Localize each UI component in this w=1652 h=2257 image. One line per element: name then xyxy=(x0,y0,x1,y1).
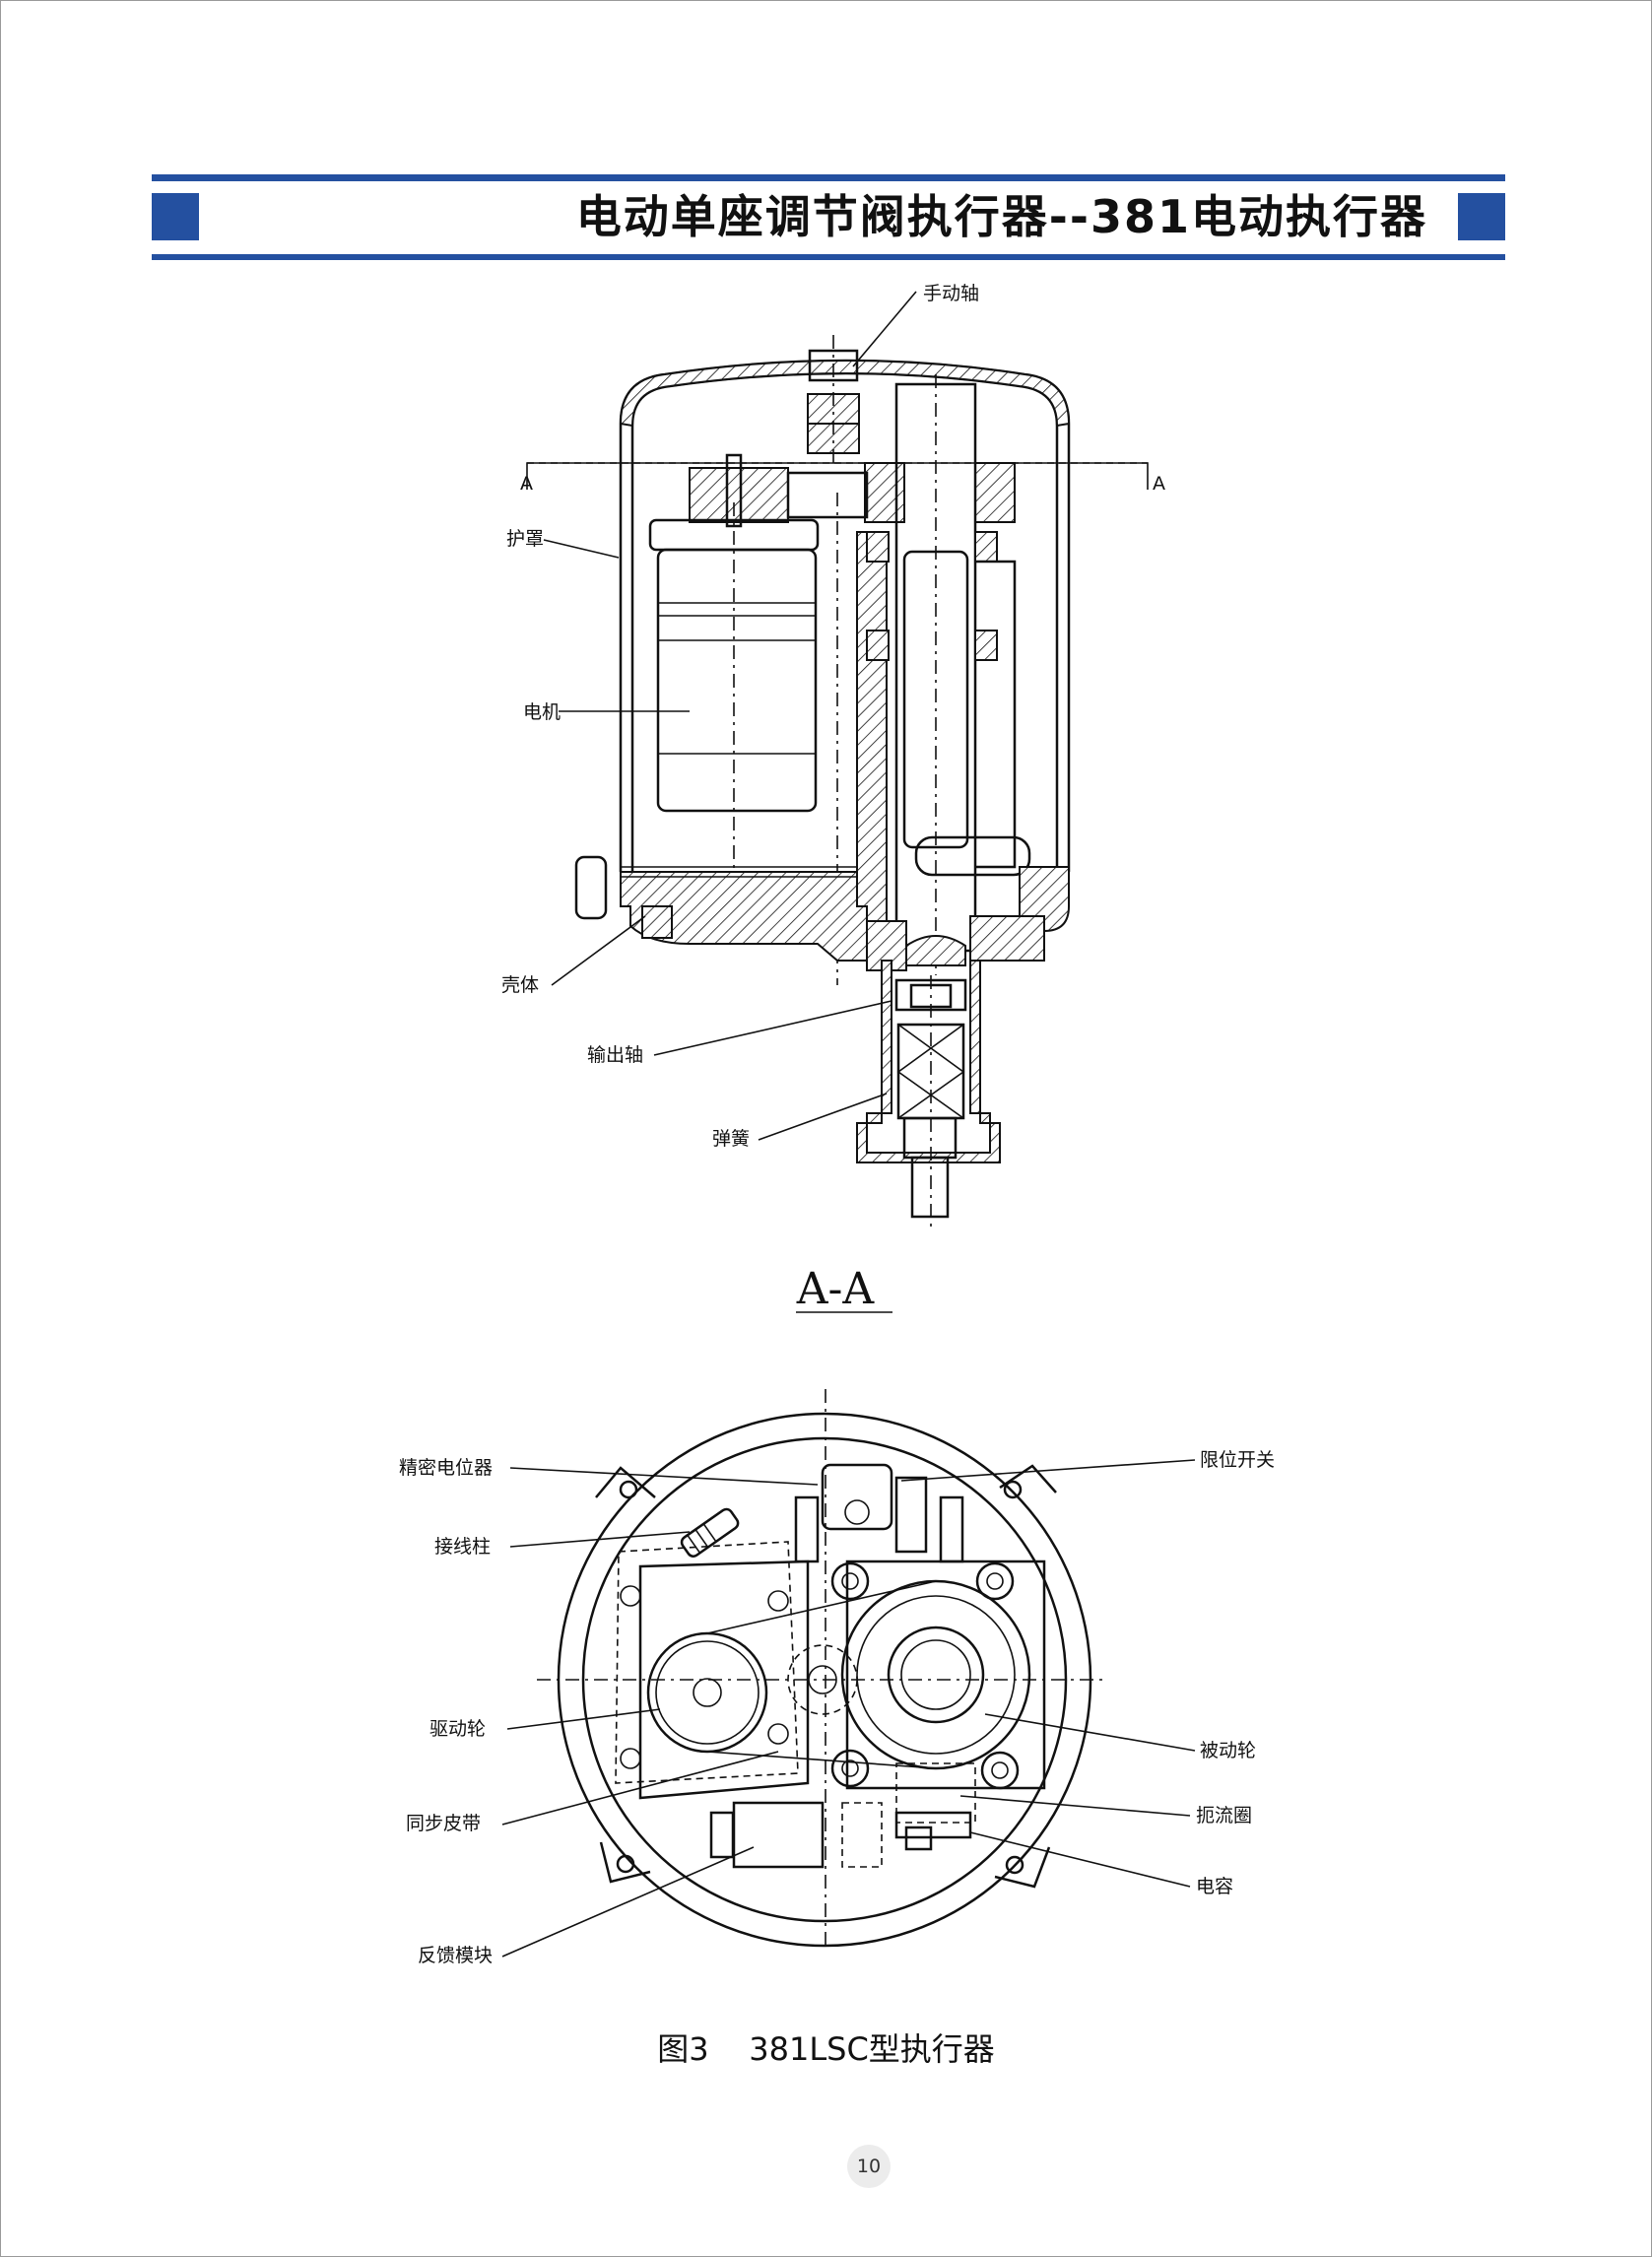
section-view-leaders xyxy=(543,291,917,1141)
timing-belt xyxy=(706,1580,937,1769)
section-title: A-A xyxy=(796,1264,876,1314)
label-limit-switch: 限位开关 xyxy=(1200,1449,1275,1471)
driven-wheel xyxy=(840,1579,1031,1770)
label-cover: 护罩 xyxy=(506,528,544,550)
capacitor xyxy=(894,1811,972,1839)
top-view-leaders xyxy=(501,1459,1196,1958)
manual-shaft-head xyxy=(808,349,859,382)
label-motor: 电机 xyxy=(523,701,561,723)
label-spring: 弹簧 xyxy=(712,1128,750,1150)
label-choke-coil: 扼流圈 xyxy=(1196,1805,1252,1826)
top-view-drawing xyxy=(537,1389,1103,1951)
label-housing: 壳体 xyxy=(501,974,539,996)
cut-mark-right: A xyxy=(1153,473,1165,495)
label-driven-wheel: 被动轮 xyxy=(1200,1740,1256,1761)
page-number-badge: 10 xyxy=(847,2145,891,2188)
label-terminal: 接线柱 xyxy=(434,1536,491,1558)
header-rule-bottom xyxy=(152,254,1505,260)
label-drive-wheel: 驱动轮 xyxy=(430,1718,486,1740)
page-number: 10 xyxy=(856,2156,882,2177)
label-timing-belt: 同步皮带 xyxy=(406,1813,481,1834)
feedback-module xyxy=(732,1801,825,1869)
header-square-left xyxy=(152,193,199,240)
terminal xyxy=(680,1507,740,1558)
output-shaft-housing xyxy=(856,960,1001,1163)
figure-caption: 图3 381LSC型执行器 xyxy=(657,2030,995,2068)
section-view-drawing: A A xyxy=(520,335,1165,1231)
outer-flange xyxy=(557,1412,1092,1948)
potentiometer xyxy=(821,1463,893,1531)
label-manual-shaft: 手动轴 xyxy=(923,283,979,304)
header-rule-top xyxy=(152,174,1505,181)
cut-mark-left: A xyxy=(520,473,533,495)
mounting-ears xyxy=(595,1464,1057,1889)
drive-wheel xyxy=(646,1631,768,1754)
bolts xyxy=(620,1561,1020,1790)
label-potentiometer: 精密电位器 xyxy=(399,1457,493,1479)
choke-coil xyxy=(895,1762,976,1824)
label-output-shaft: 输出轴 xyxy=(587,1044,643,1066)
label-capacitor: 电容 xyxy=(1196,1876,1233,1897)
header-square-right xyxy=(1458,193,1505,240)
page-title: 电动单座调节阀执行器--381电动执行器 xyxy=(575,190,1427,243)
label-feedback-module: 反馈模块 xyxy=(418,1945,493,1966)
